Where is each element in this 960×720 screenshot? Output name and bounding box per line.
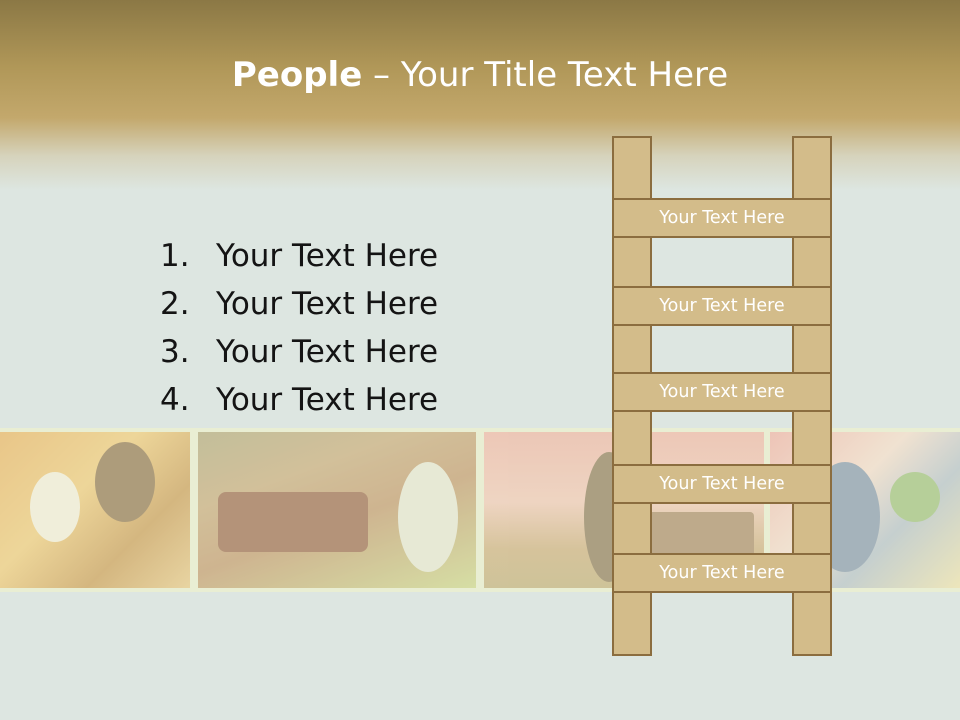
ladder-rung: Your Text Here bbox=[612, 286, 832, 326]
figure-shape bbox=[398, 462, 458, 572]
figure-shape bbox=[218, 492, 368, 552]
title-bold: People bbox=[231, 55, 363, 95]
slide-title: People – Your Title Text Here bbox=[0, 52, 960, 98]
title-rest: – Your Title Text Here bbox=[362, 55, 729, 95]
figure-shape bbox=[30, 472, 80, 542]
figure-shape bbox=[890, 472, 940, 522]
ladder-rung: Your Text Here bbox=[612, 372, 832, 412]
list-item: 2.Your Text Here bbox=[160, 286, 439, 322]
ladder-rung: Your Text Here bbox=[612, 553, 832, 593]
list-item: 3.Your Text Here bbox=[160, 334, 439, 370]
list-item: 1.Your Text Here bbox=[160, 238, 439, 274]
figure-shape bbox=[95, 442, 155, 522]
ladder-rung: Your Text Here bbox=[612, 198, 832, 238]
ladder-rung: Your Text Here bbox=[612, 464, 832, 504]
anime-image-panel-1 bbox=[0, 432, 190, 588]
numbered-list: 1.Your Text Here 2.Your Text Here 3.Your… bbox=[160, 232, 438, 424]
list-item: 4.Your Text Here bbox=[160, 382, 439, 418]
anime-image-panel-2 bbox=[198, 432, 476, 588]
